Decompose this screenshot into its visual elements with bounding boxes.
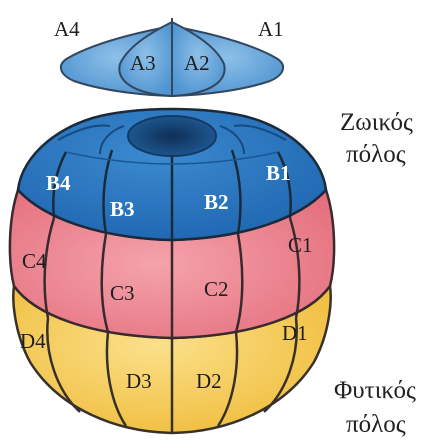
label-d4: D4 [20,329,46,353]
label-b3: B3 [110,197,135,221]
label-a4: A4 [54,17,80,41]
label-b2: B2 [204,190,229,214]
label-c2: C2 [204,277,229,301]
label-d1: D1 [282,321,308,345]
label-d2: D2 [196,369,222,393]
label-a2: A2 [184,51,210,75]
label-c3: C3 [110,281,135,305]
label-a3: A3 [130,51,156,75]
animal-pole-pit [128,116,216,156]
label-a1: A1 [258,17,284,41]
label-b4: B4 [46,171,71,195]
label-b1: B1 [266,161,291,185]
label-c4: C4 [22,249,47,273]
tier-a-cap [61,18,283,96]
vegetal-pole-label-line1: Φυτικός [334,377,416,404]
label-c1: C1 [288,233,313,257]
animal-pole-label-line1: Ζωικός [340,109,413,136]
animal-pole-label-line2: πόλος [346,141,406,168]
vegetal-pole-label-line2: πόλος [346,411,406,438]
label-d3: D3 [126,369,152,393]
